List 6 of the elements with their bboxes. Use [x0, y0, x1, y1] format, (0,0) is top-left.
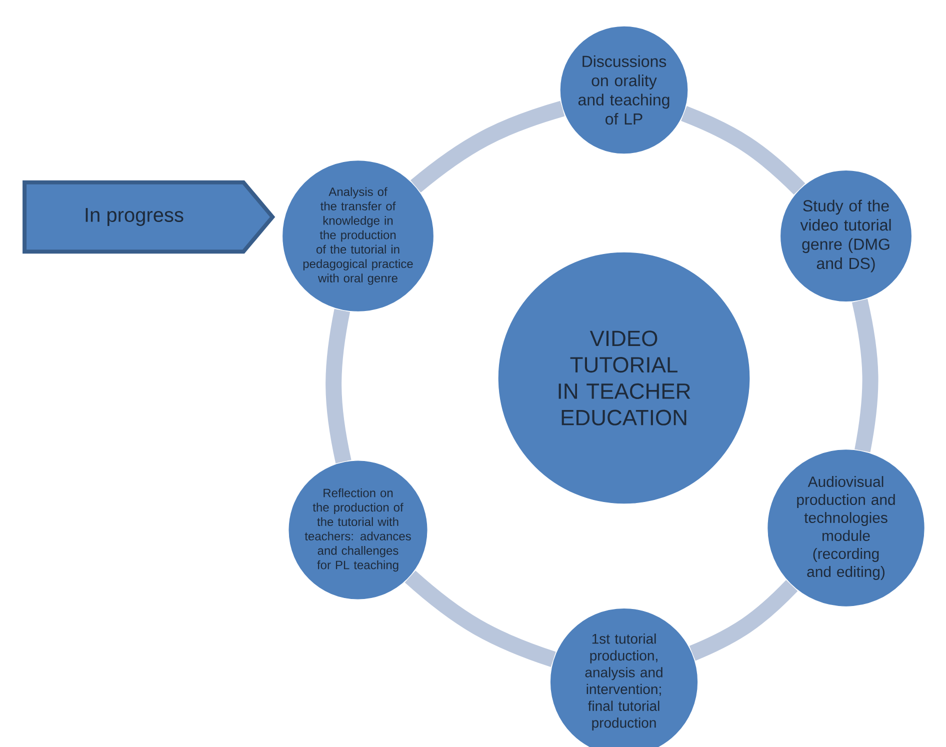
ring-segment	[410, 100, 565, 193]
ring-segment	[689, 580, 798, 661]
ring-segment	[404, 570, 556, 667]
ring-segment	[852, 298, 878, 452]
ring-segment	[326, 308, 352, 464]
ring-segment	[680, 106, 806, 195]
